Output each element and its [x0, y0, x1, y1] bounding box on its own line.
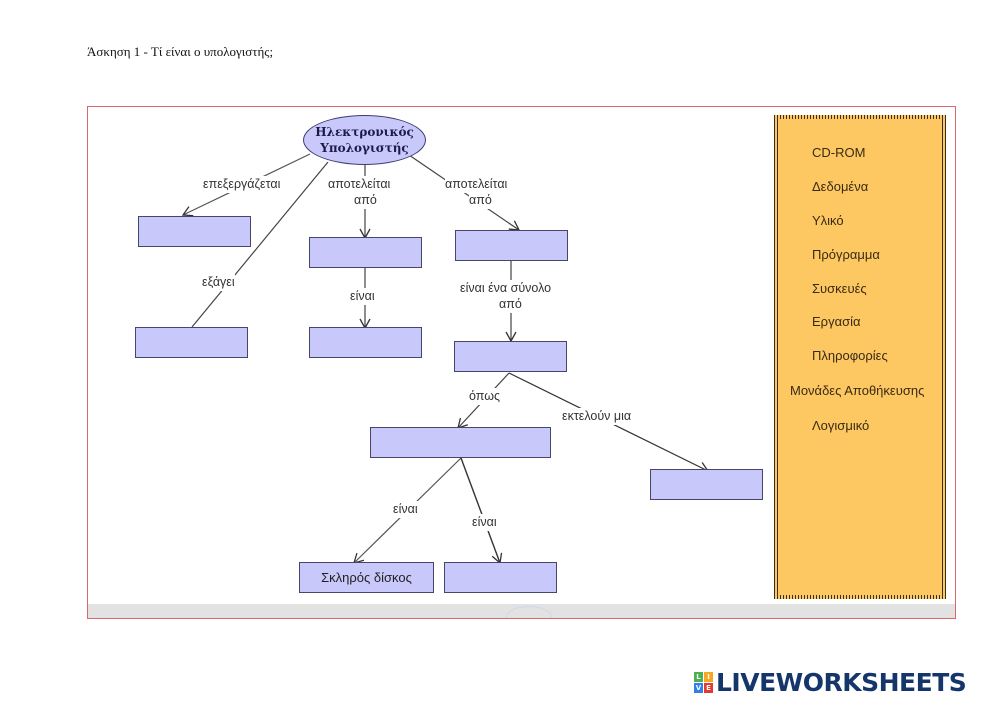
- word-bank-item[interactable]: Μονάδες Αποθήκευσης: [790, 383, 925, 398]
- answer-box-is-right[interactable]: [444, 562, 557, 593]
- edge-label-is-left: είναι: [393, 501, 418, 518]
- edge-label-execute: εκτελούν μια: [562, 408, 632, 425]
- scroll-handle-icon[interactable]: [506, 606, 552, 618]
- word-bank-background: [778, 119, 942, 595]
- word-bank-item[interactable]: Πρόγραμμα: [812, 247, 880, 262]
- logo-letter-v: V: [694, 683, 703, 693]
- logo-live-icon: L I V E: [694, 672, 713, 693]
- edge-is-right: [460, 457, 503, 565]
- logo-letter-e: E: [704, 683, 713, 693]
- edge-label-set-of-1: είναι ένα σύνολο: [460, 280, 552, 297]
- exercise-title: Άσκηση 1 - Τί είναι ο υπολογιστής;: [87, 44, 274, 59]
- root-node-computer: Ηλεκτρονικός Υπολογιστής: [303, 115, 426, 165]
- word-bank-item[interactable]: Εργασία: [812, 314, 861, 329]
- liveworksheets-logo: L I V E LIVEWORKSHEETS: [694, 668, 967, 697]
- word-bank-item[interactable]: Υλικό: [812, 213, 844, 228]
- edge-label-set-of-2: από: [499, 296, 522, 313]
- word-bank-item[interactable]: Πληροφορίες: [812, 348, 888, 363]
- worksheet-frame: Ηλεκτρονικός Υπολογιστής επεξεργάζεται ε…: [87, 106, 956, 619]
- answer-box-set-of[interactable]: [454, 341, 567, 372]
- answer-box-consists-left[interactable]: [309, 237, 422, 268]
- node-hard-disk: Σκληρός δίσκος: [299, 562, 434, 593]
- edge-label-consists-left-2: από: [354, 192, 377, 209]
- word-bank-item[interactable]: Λογισμικό: [812, 418, 870, 433]
- edge-label-produces: εξάγει: [202, 274, 235, 291]
- word-bank-item[interactable]: Συσκευές: [812, 281, 867, 296]
- logo-letter-i: I: [704, 672, 713, 682]
- word-bank-item[interactable]: Δεδομένα: [812, 179, 869, 194]
- logo-letter-l: L: [694, 672, 703, 682]
- edge-label-is-mid: είναι: [350, 288, 375, 305]
- edge-produces: [191, 161, 329, 328]
- brand-name: LIVEWORKSHEETS: [716, 668, 967, 697]
- answer-box-produces[interactable]: [135, 327, 248, 358]
- root-node-line2: Υπολογιστής: [320, 141, 409, 155]
- edge-label-consists-right-2: από: [469, 192, 492, 209]
- answer-box-is-mid[interactable]: [309, 327, 422, 358]
- answer-box-such-as[interactable]: [370, 427, 551, 458]
- edge-label-consists-left-1: αποτελείται: [328, 176, 391, 193]
- answer-box-consists-right[interactable]: [455, 230, 568, 261]
- edge-label-such-as: όπως: [469, 388, 501, 405]
- edge-label-consists-right-1: αποτελείται: [445, 176, 508, 193]
- edge-label-processes: επεξεργάζεται: [203, 176, 281, 193]
- word-bank-panel: CD-ROM Δεδομένα Υλικό Πρόγραμμα Συσκευές…: [774, 115, 946, 599]
- answer-box-execute[interactable]: [650, 469, 763, 500]
- frame-scrollbar-area: [88, 604, 955, 618]
- edge-label-is-right: είναι: [472, 514, 497, 531]
- root-node-line1: Ηλεκτρονικός: [315, 125, 414, 139]
- word-bank-item[interactable]: CD-ROM: [812, 145, 866, 160]
- answer-box-processes[interactable]: [138, 216, 251, 247]
